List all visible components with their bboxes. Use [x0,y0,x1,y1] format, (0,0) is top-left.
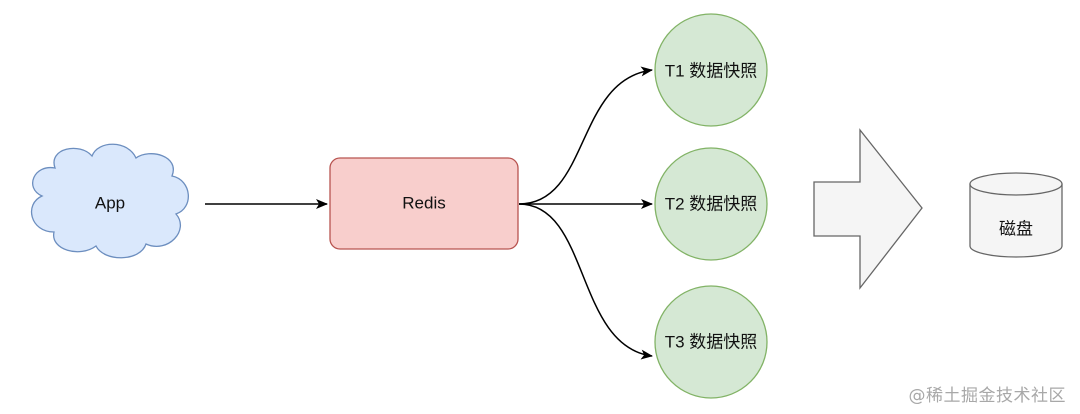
redis-label: Redis [402,193,445,212]
app-cloud-shape [31,143,189,259]
snapshot-t2-label: T2 数据快照 [665,194,758,213]
app-node[interactable]: App [31,143,189,259]
snapshot-t2-circle [654,147,768,261]
app-label: App [95,193,125,212]
edge-redis-to-t1 [518,66,653,205]
snapshot-t3-node[interactable]: T3 数据快照 [654,285,768,399]
edge-redis-to-t3 [518,203,653,360]
snapshot-t1-label: T1 数据快照 [665,61,758,80]
block-arrow-shape[interactable] [813,128,923,290]
watermark-text: @稀土掘金技术社区 [908,386,1066,406]
disk-label: 磁盘 [999,219,1033,238]
snapshot-t1-circle [654,13,768,127]
snapshot-t3-circle [654,285,768,399]
snapshot-t2-node[interactable]: T2 数据快照 [654,147,768,261]
disk-cylinder-body [969,184,1063,258]
disk-node[interactable]: 磁盘 [969,172,1063,258]
snapshot-t1-node[interactable]: T1 数据快照 [654,13,768,127]
disk-cylinder-top [969,172,1063,196]
redis-box [329,157,519,250]
snapshot-t3-label: T3 数据快照 [665,332,758,351]
redis-node[interactable]: Redis [329,157,519,250]
